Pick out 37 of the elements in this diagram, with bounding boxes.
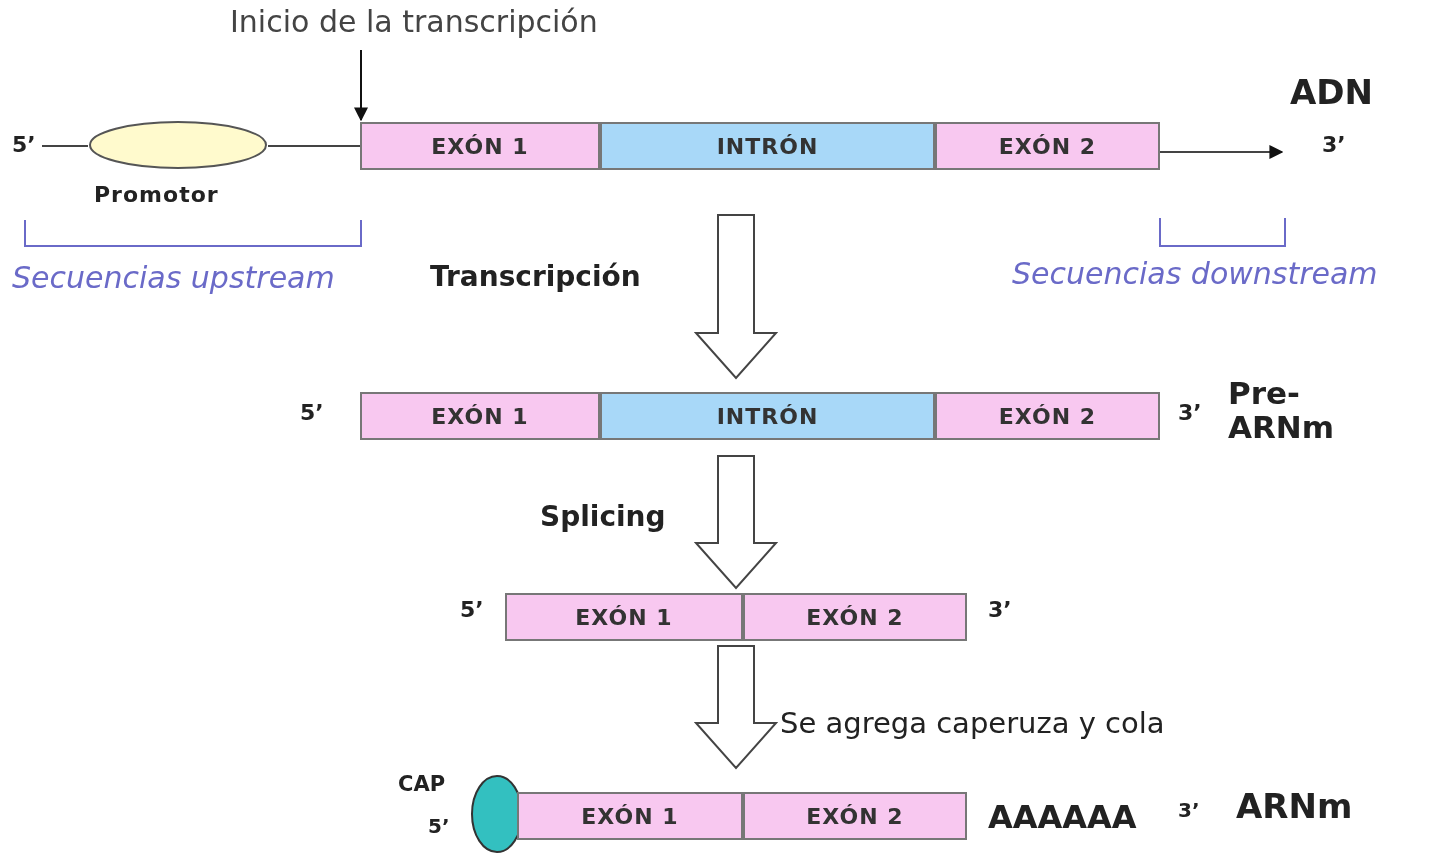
exon-segment: EXÓN 2 [743,593,967,641]
annotation-text: Inicio de la transcripción [230,4,670,48]
exon-segment: EXÓN 2 [935,392,1160,440]
molecule-name: ADN [1290,72,1373,112]
exon-segment: EXÓN 1 [517,792,743,840]
arrow [354,49,368,122]
end-label: 3’ [1178,798,1200,822]
end-label: 5’ [12,132,36,157]
molecule-name: Pre- ARNm [1228,376,1336,445]
region-label: Secuencias downstream [1012,256,1378,291]
edge-label: Splicing [540,500,666,533]
exon-segment: EXÓN 1 [360,392,600,440]
dna-strand-line [41,145,89,147]
end-label: 5’ [460,597,484,622]
exon-segment: EXÓN 2 [743,792,967,840]
exon-segment: EXÓN 2 [935,122,1160,170]
intron-segment: INTRÓN [600,392,935,440]
cap-label: CAP [398,772,446,796]
block-arrow [693,214,779,380]
block-arrow [693,645,779,770]
end-label: 5’ [300,400,324,425]
arrow [1159,145,1284,159]
exon-segment: EXÓN 1 [360,122,600,170]
region-label: Secuencias upstream [12,260,335,295]
end-label: 3’ [1322,132,1346,157]
end-label: 3’ [988,597,1012,622]
molecule-name: ARNm [1236,786,1353,826]
exon-segment: EXÓN 1 [505,593,743,641]
intron-segment: INTRÓN [600,122,935,170]
edge-label: Transcripción [430,260,641,293]
edge-label: Se agrega caperuza y cola [780,706,1165,740]
block-arrow [693,455,779,590]
end-label: AAAAAA [988,798,1137,836]
end-label: 5’ [428,814,450,838]
promoter-label: Promotor [94,182,219,207]
dna-strand-line [267,145,361,147]
end-label: 3’ [1178,400,1202,425]
